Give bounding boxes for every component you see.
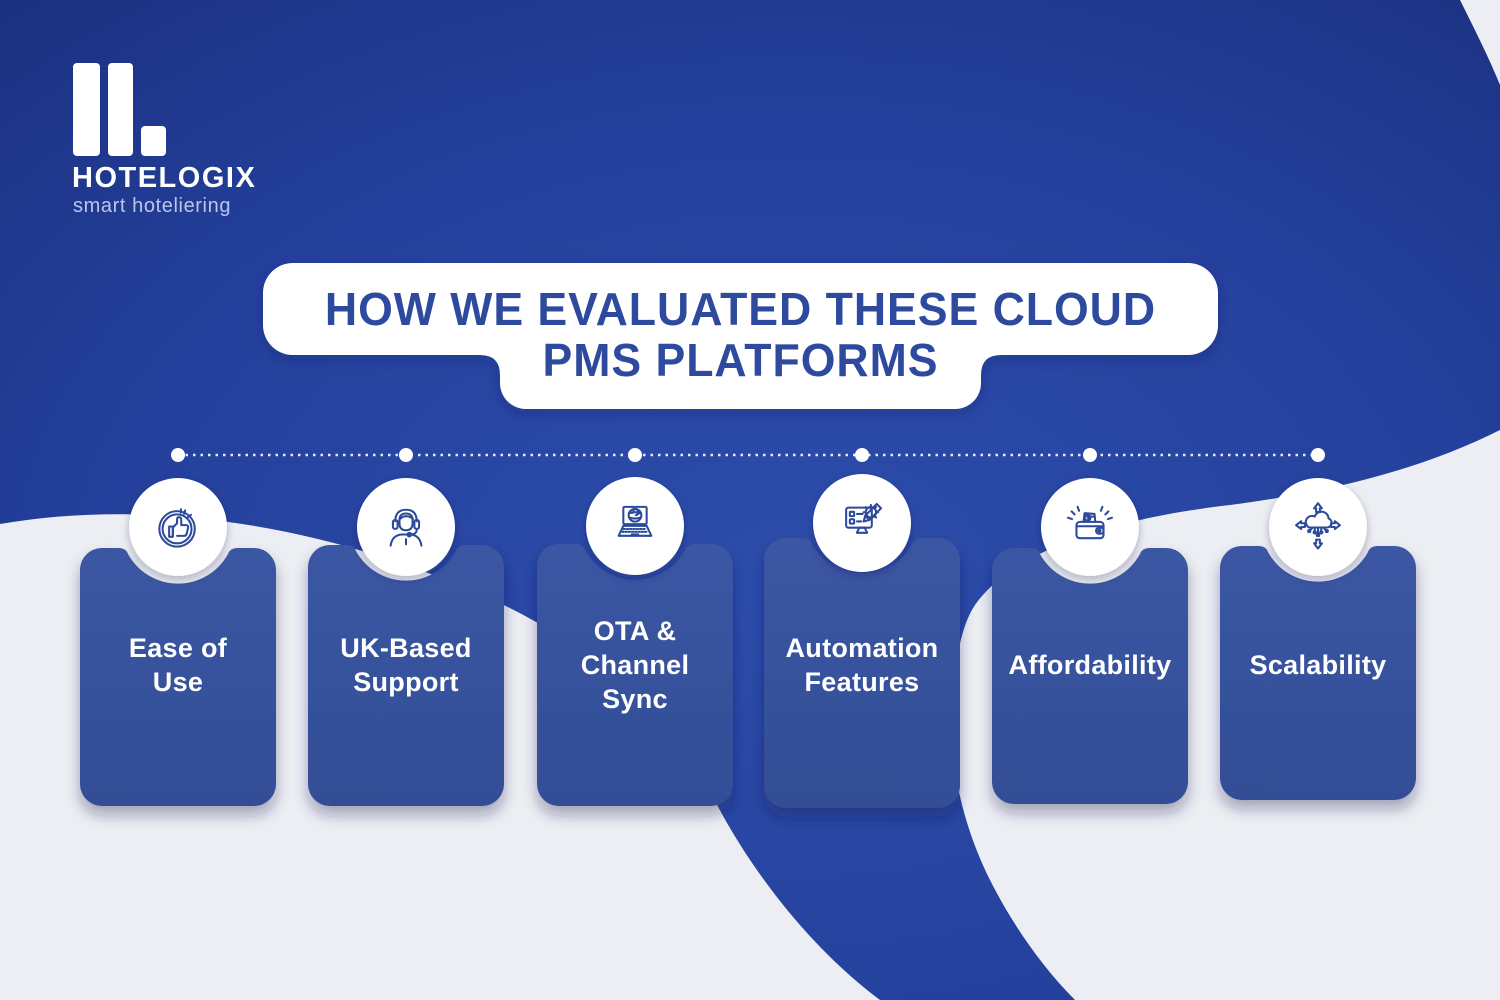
icon-circle-2 xyxy=(357,478,455,576)
timeline-dot-2 xyxy=(399,448,413,462)
card-uk-based-support xyxy=(308,545,504,806)
icon-circle-4 xyxy=(813,474,911,572)
card-scalability xyxy=(1220,546,1416,800)
svg-text:$: $ xyxy=(1086,516,1090,522)
timeline-dot-4 xyxy=(855,448,869,462)
card-ota-channel-sync xyxy=(537,544,733,806)
icon-circle-1 xyxy=(129,478,227,576)
top-right-gray-sliver xyxy=(1460,0,1500,85)
card-automation-features xyxy=(764,538,960,808)
timeline-dot-6 xyxy=(1311,448,1325,462)
page-title-line1: HOW WE EVALUATED THESE CLOUD xyxy=(324,283,1157,335)
label-ota-channel-sync: OTA & Channel Sync xyxy=(580,616,690,714)
label-ease-of-use: Ease of Use xyxy=(128,633,228,697)
support-agent-headset-icon xyxy=(378,499,434,555)
card-affordability xyxy=(992,548,1188,804)
title-pill xyxy=(263,263,1218,409)
laptop-globe-icon xyxy=(607,498,663,554)
page-title-line2: PMS PLATFORMS xyxy=(542,334,939,386)
wallet-money-icon: $ xyxy=(1062,499,1118,555)
monitor-gear-pencil-icon xyxy=(834,495,890,551)
logo-bar-icon xyxy=(73,63,100,156)
brand-name: HOTELOGIX xyxy=(72,162,257,194)
brand-tagline: smart hoteliering xyxy=(73,195,232,217)
timeline-dot-1 xyxy=(171,448,185,462)
timeline-dot-5 xyxy=(1083,448,1097,462)
cloud-scale-arrows-icon xyxy=(1290,499,1346,555)
label-affordability: Affordability xyxy=(1008,650,1172,680)
timeline-dot-3 xyxy=(628,448,642,462)
label-uk-based-support: UK-Based Support xyxy=(340,633,472,697)
thumbs-up-click-icon xyxy=(150,499,206,555)
card-ease-of-use xyxy=(80,548,276,806)
label-automation-features: Automation Features xyxy=(785,633,939,697)
logo-bar-icon xyxy=(108,63,133,156)
label-scalability: Scalability xyxy=(1249,650,1387,680)
logo-bar-icon xyxy=(141,126,166,156)
